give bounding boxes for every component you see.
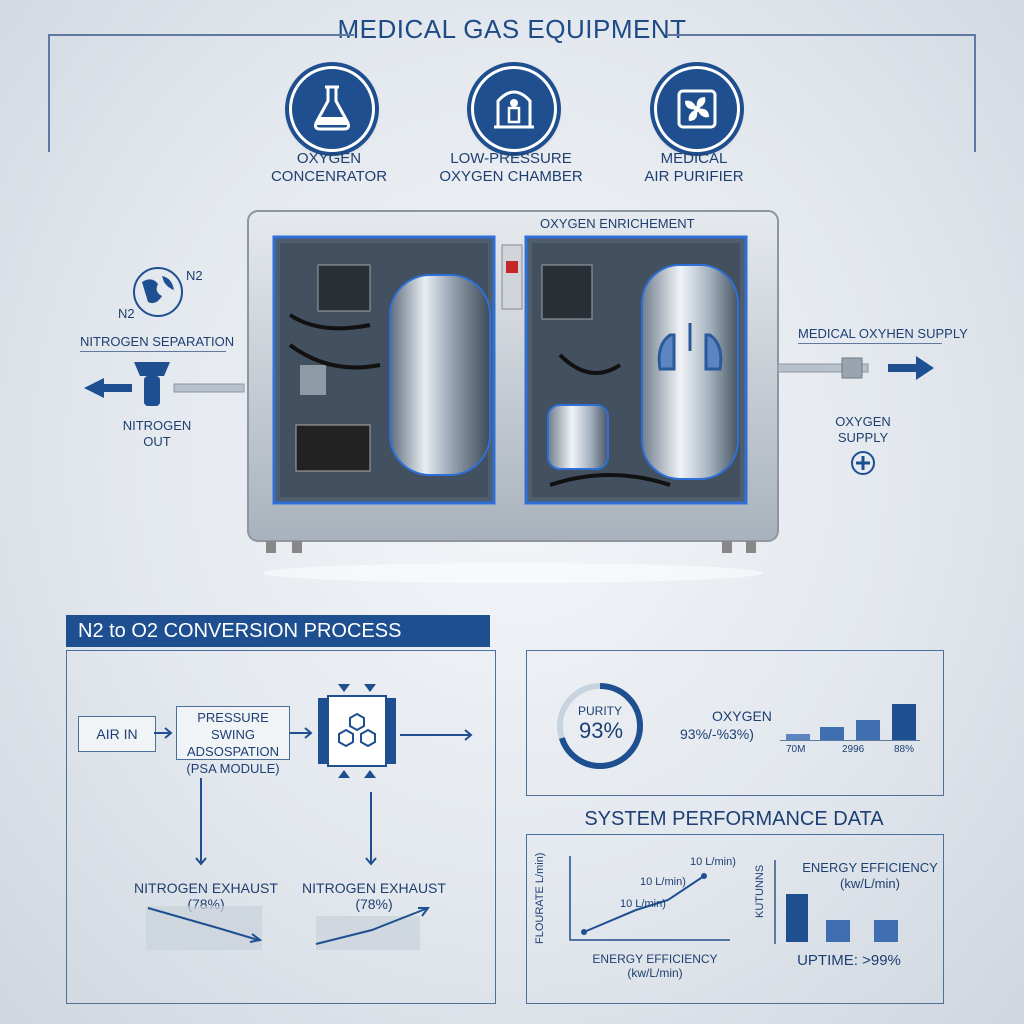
- purity-gauge-arc: [557, 683, 643, 769]
- efficiency-bar: [874, 920, 898, 942]
- exhaust-line: NITROGEN EXHAUST: [302, 880, 446, 896]
- purity-bar-baseline: [780, 740, 920, 741]
- flowrate-point-label: 10 L/min): [690, 856, 736, 868]
- purity-gauge: [557, 683, 643, 769]
- exhaust-trend-down: [146, 906, 263, 950]
- bar-title-line: ENERGY EFFICIENCY: [802, 860, 938, 875]
- psa-module-box: PRESSURE SWING ADSOSPATION (PSA MODULE): [176, 706, 290, 776]
- purity-bar: [820, 727, 844, 740]
- purity-value: 93%: [578, 718, 624, 743]
- purity-bar: [892, 704, 916, 740]
- purity-bar-label: 2996: [842, 744, 865, 755]
- exhaust-trend-up: [315, 907, 430, 950]
- category-oxygen-chamber: LOW-PRESSURE OXYGEN CHAMBER: [431, 150, 591, 186]
- psa-module-icon: [318, 684, 396, 778]
- nitrogen-out-line: OUT: [143, 434, 171, 449]
- oxygen-label: OXYGEN: [712, 708, 772, 724]
- oxygen-supply-line: OXYGEN: [835, 414, 891, 429]
- purity-bar-label: 70M: [786, 744, 806, 755]
- supply-underline: [798, 343, 942, 344]
- process-heading: N2 to O2 CONVERSION PROCESS: [66, 615, 490, 647]
- flowrate-line-chart: [569, 856, 730, 941]
- psa-line: PRESSURE SWING: [197, 710, 269, 742]
- axis-line: (kw/L/min): [627, 966, 683, 980]
- flowrate-point-label: 10 L/min): [620, 898, 666, 910]
- axis-line: ENERGY EFFICIENCY: [592, 952, 718, 966]
- category-oxygen-concentrator: OXYGEN CONCENRATOR: [249, 150, 409, 186]
- separation-underline: [80, 351, 226, 352]
- exhaust-line: (78%): [355, 896, 393, 912]
- bar-axis-label: KUTUNNS: [754, 864, 766, 918]
- person-chamber-icon: [471, 66, 557, 152]
- uptime-label: UPTIME: >99%: [797, 952, 901, 969]
- category-air-purifier: MEDICAL AIR PURIFIER: [614, 150, 774, 186]
- n2-label-left: N2: [118, 306, 135, 321]
- bar-chart-axis: [774, 860, 776, 944]
- category-label: OXYGEN CHAMBER: [439, 168, 583, 185]
- purity-bar: [856, 720, 880, 740]
- nitrogen-separation-label: NITROGEN SEPARATION: [80, 334, 235, 349]
- nitrogen-out-label: NITROGEN OUT: [112, 418, 202, 450]
- energy-efficiency-bar-title: ENERGY EFFICIENCY (kw/L/min): [800, 860, 940, 892]
- air-in-box: AIR IN: [78, 716, 156, 752]
- arrow-down-icon: [195, 778, 207, 866]
- exhaust-line: NITROGEN EXHAUST: [134, 880, 278, 896]
- medical-plus-icon: [851, 451, 875, 475]
- arrow-icon: [290, 727, 313, 739]
- arrow-icon: [154, 727, 173, 739]
- performance-panel: [526, 834, 944, 1004]
- category-label: AIR PURIFIER: [644, 168, 744, 185]
- globe-icon: [133, 267, 183, 317]
- flowrate-point-label: 10 L/min): [640, 876, 686, 888]
- nitrogen-exhaust-2: NITROGEN EXHAUST (78%): [296, 880, 452, 912]
- purity-panel: [526, 650, 944, 796]
- medical-oxygen-supply-label: MEDICAL OXYHEN SUPPLY: [798, 326, 968, 341]
- nitrogen-out-line: NITROGEN: [122, 418, 192, 433]
- efficiency-bar: [826, 920, 850, 942]
- oxygen-supply-label: OXYGEN SUPPLY: [818, 414, 908, 446]
- purity-bar-label: 88%: [894, 744, 915, 755]
- category-label: CONCENRATOR: [270, 168, 388, 185]
- oxygen-machine-illustration: [247, 210, 779, 583]
- flask-icon: [289, 66, 375, 152]
- performance-heading: SYSTEM PERFORMANCE DATA: [584, 808, 884, 830]
- flowrate-axis-label: FLOURATE L/min): [534, 852, 546, 944]
- title-rule-left: [48, 34, 354, 36]
- bar-title-line: (kw/L/min): [840, 876, 900, 891]
- psa-line: (PSA MODULE): [186, 761, 280, 776]
- frame-right: [974, 34, 976, 152]
- purity-label: PURITY: [577, 704, 622, 718]
- efficiency-bar: [786, 894, 808, 942]
- energy-efficiency-axis: ENERGY EFFICIENCY (kw/L/min): [580, 952, 730, 980]
- purity-bar: [786, 734, 810, 740]
- fan-icon: [654, 66, 740, 152]
- oxygen-enrichment-label: OXYGEN ENRICHEMENT: [540, 216, 695, 231]
- nitrogen-outlet-graphic: [84, 362, 245, 406]
- category-label: LOW-PRESSURE: [450, 150, 572, 167]
- arrow-icon: [400, 729, 473, 741]
- oxygen-outlet-graphic: [778, 356, 934, 380]
- title-rule-right: [668, 34, 976, 36]
- psa-line: ADSOSPATION: [187, 744, 279, 759]
- category-label: OXYGEN: [296, 150, 362, 167]
- oxygen-supply-line: SUPPLY: [837, 430, 889, 445]
- process-panel: [66, 650, 496, 1004]
- category-label: MEDICAL: [660, 150, 728, 167]
- arrow-down-icon: [365, 792, 377, 866]
- n2-label-top: N2: [186, 268, 203, 283]
- page-title: MEDICAL GAS EQUIPMENT: [337, 14, 687, 44]
- oxygen-range: 93%/-%3%): [680, 726, 754, 742]
- frame-left: [48, 34, 50, 152]
